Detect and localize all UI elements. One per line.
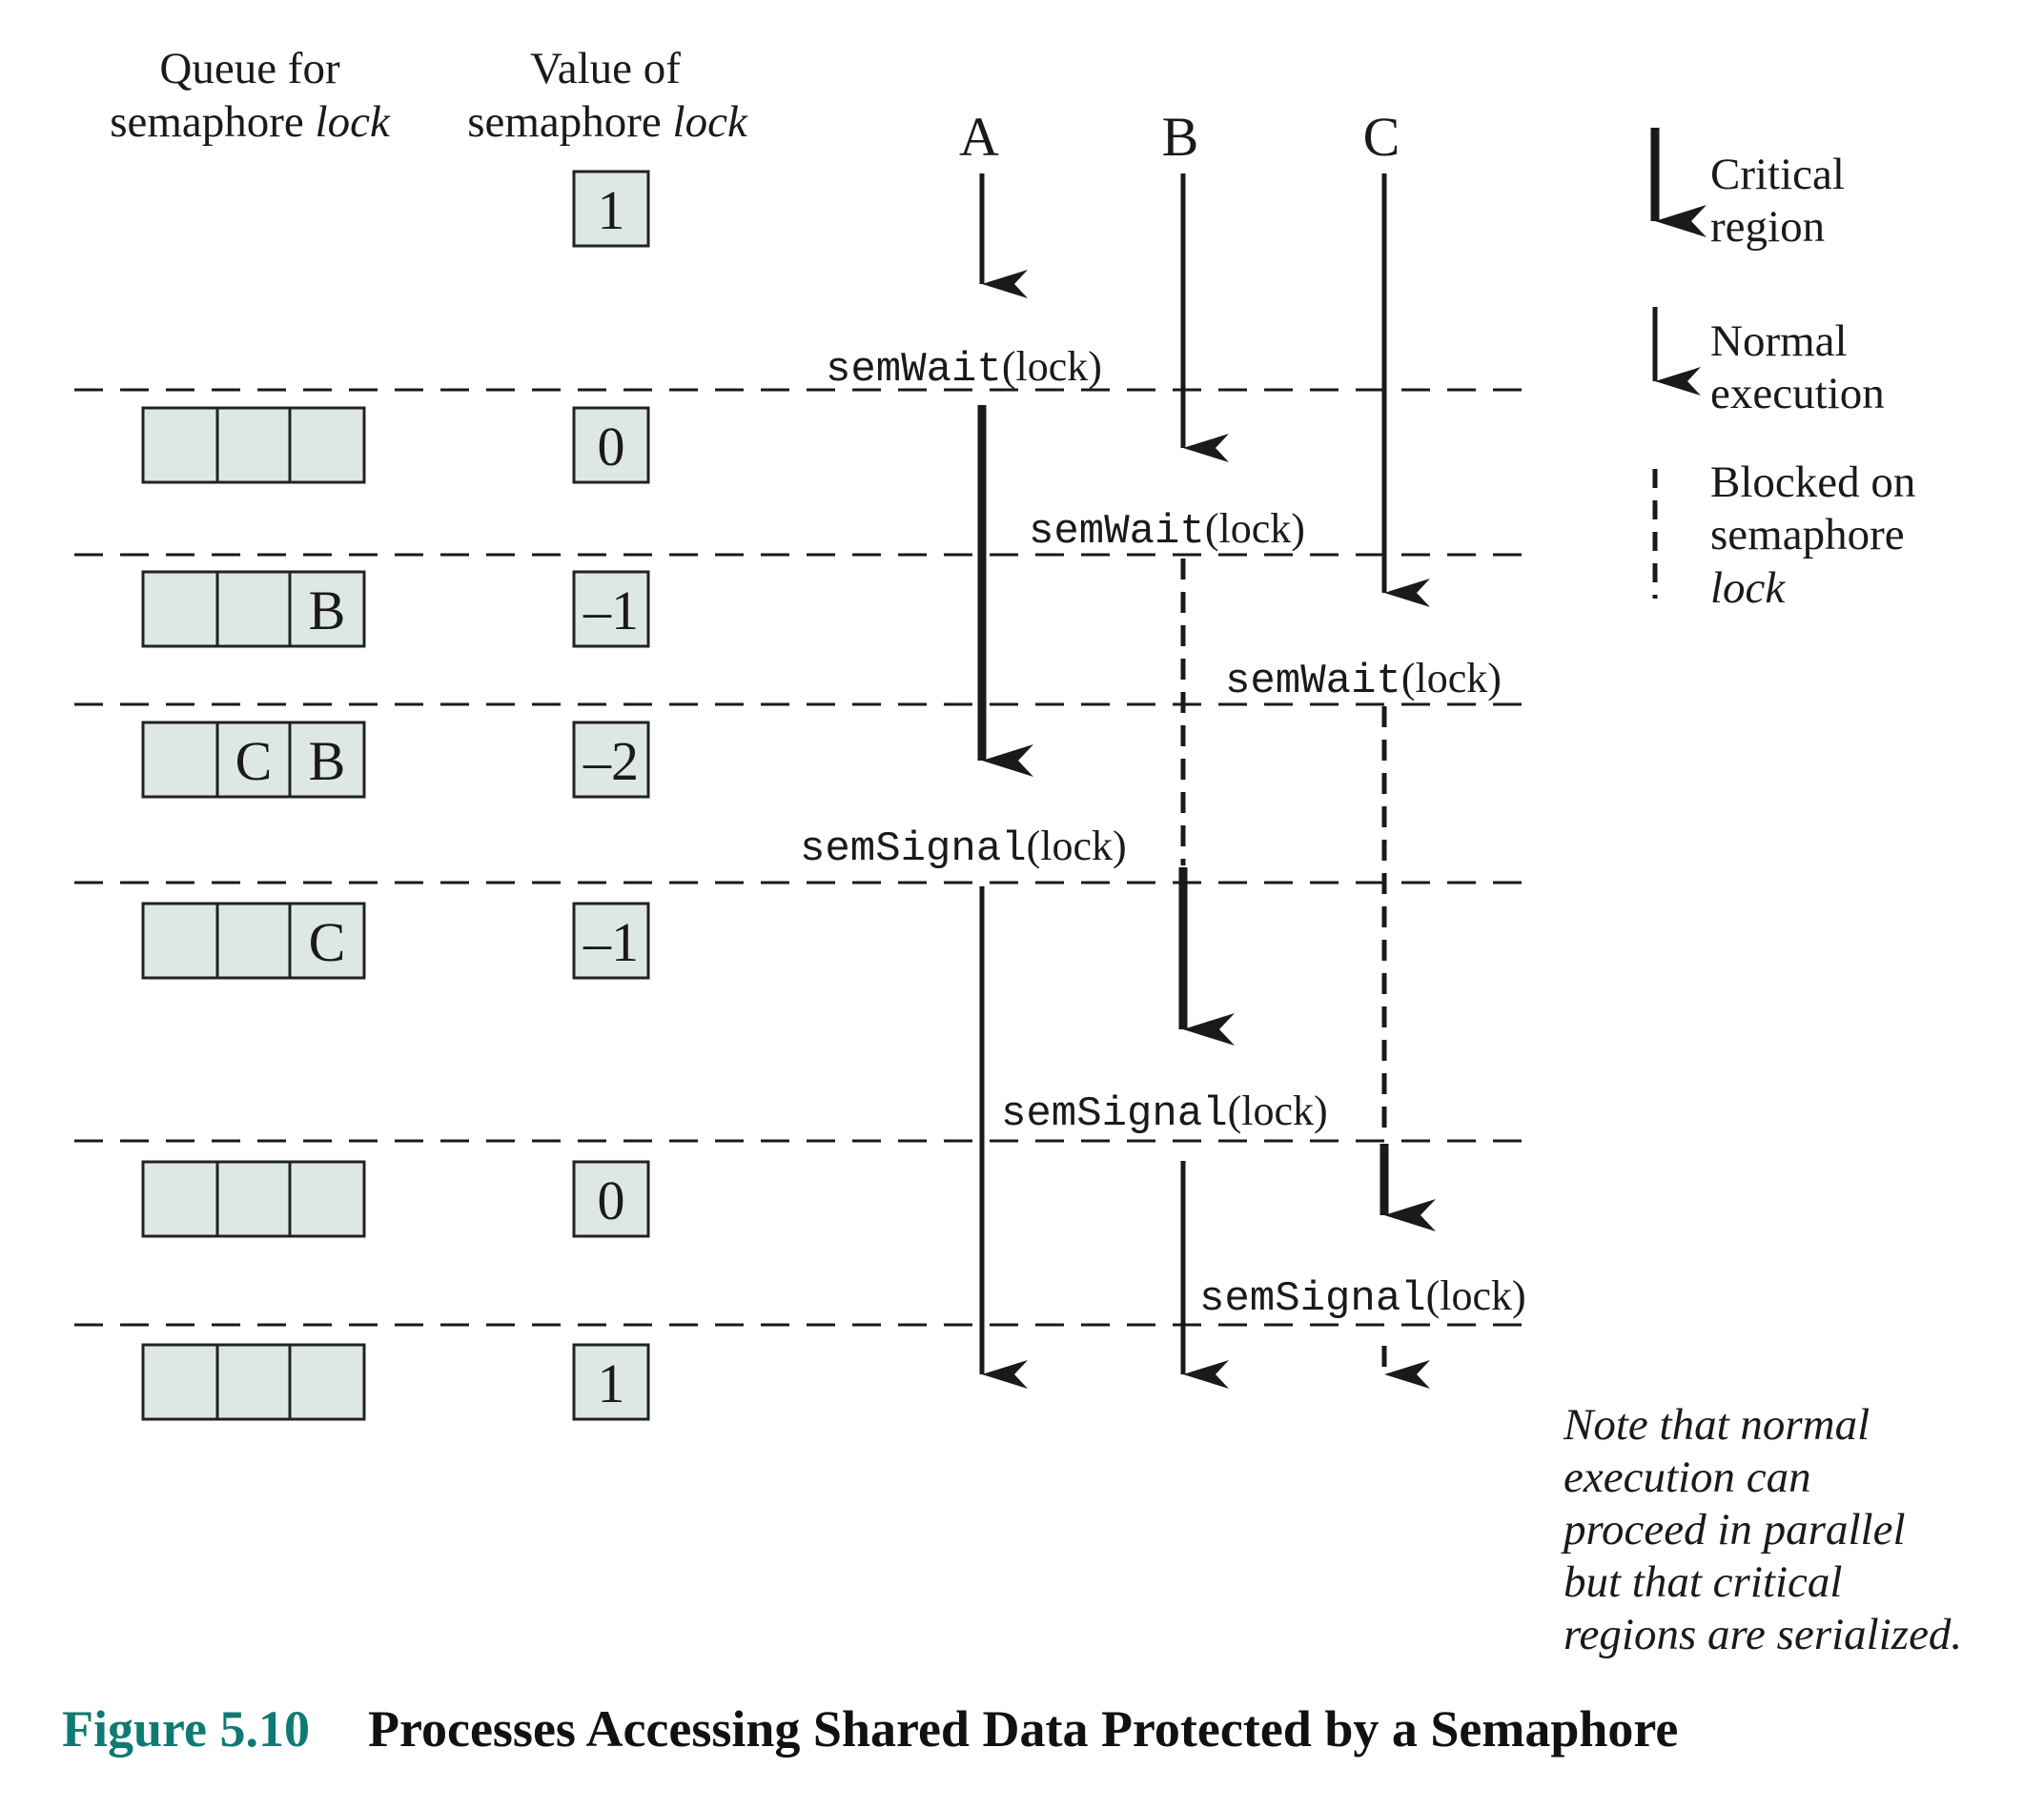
queue-cell	[215, 1160, 292, 1238]
queue-box: B	[141, 570, 366, 648]
legend-blocked-line1: Blocked on	[1710, 457, 1915, 507]
legend-blocked-line2: semaphore	[1710, 510, 1905, 559]
note-line: proceed in parallel	[1561, 1505, 1906, 1555]
value-box	[572, 170, 650, 248]
op-label: semWait(lock)	[826, 343, 1102, 394]
semaphore-state-row: 0	[141, 1160, 650, 1238]
value-text: –1	[583, 579, 639, 641]
figure-title: Processes Accessing Shared Data Protecte…	[368, 1700, 1678, 1758]
semaphore-state-row: B –1	[141, 570, 650, 648]
queue-cell	[141, 570, 219, 648]
legend: Critical region Normal execution Blocked…	[1650, 128, 1915, 613]
value-box	[572, 1343, 650, 1421]
note-line: Note that normal	[1563, 1400, 1870, 1450]
semaphore-state-row: C B –2	[141, 721, 650, 799]
process-label-b: B	[1162, 106, 1199, 168]
queue-cell	[215, 570, 292, 648]
semaphore-state-row: 1	[572, 170, 650, 248]
queue-cell	[141, 902, 219, 980]
queue-cell	[215, 1343, 292, 1421]
queue-cell	[141, 1343, 219, 1421]
value-box	[572, 1160, 650, 1238]
queue-cell	[288, 1343, 366, 1421]
queue-cell-text: B	[309, 579, 346, 641]
op-label: semSignal(lock)	[1001, 1087, 1328, 1138]
value-text: 1	[598, 179, 625, 241]
legend-normal-line1: Normal	[1710, 316, 1848, 366]
value-header-line2: semaphore lock	[467, 97, 748, 147]
figure-number: Figure 5.10	[62, 1700, 310, 1758]
process-label-c: C	[1363, 106, 1400, 168]
value-box	[572, 721, 650, 799]
op-label: semWait(lock)	[1029, 505, 1305, 556]
legend-critical-line1: Critical	[1710, 150, 1845, 199]
legend-blocked-line3: lock	[1710, 563, 1786, 613]
value-box	[572, 570, 650, 648]
value-text: –1	[583, 911, 639, 973]
queue-cell	[288, 721, 366, 799]
queue-cell	[215, 902, 292, 980]
value-box	[572, 902, 650, 980]
queue-box: C	[141, 902, 366, 980]
queue-box	[141, 1160, 366, 1238]
queue-cell	[288, 1160, 366, 1238]
queue-cell	[288, 570, 366, 648]
note-line: but that critical	[1564, 1557, 1842, 1607]
legend-normal-line2: execution	[1710, 369, 1885, 418]
legend-critical-line2: region	[1710, 202, 1825, 252]
queue-cell	[288, 406, 366, 484]
queue-box	[141, 406, 366, 484]
queue-header-line1: Queue for	[159, 44, 340, 93]
value-header-line1: Value of	[530, 44, 681, 93]
value-box	[572, 406, 650, 484]
semaphore-state-row: 0	[141, 406, 650, 484]
time-separators	[74, 388, 1530, 1327]
semaphore-state-row: C –1	[141, 902, 650, 980]
queue-header-line2: semaphore lock	[110, 97, 391, 147]
semaphore-state-row: 1	[141, 1343, 650, 1421]
queue-cell	[141, 721, 219, 799]
queue-box: C B	[141, 721, 366, 799]
note-line: execution can	[1564, 1453, 1811, 1502]
queue-cell	[215, 406, 292, 484]
process-label-a: A	[959, 106, 999, 168]
queue-cell-text: C	[235, 730, 273, 792]
value-text: 0	[598, 416, 625, 478]
queue-cell	[141, 1160, 219, 1238]
queue-cell-text: B	[309, 730, 346, 792]
note-line: regions are serialized.	[1564, 1610, 1962, 1659]
op-label: semSignal(lock)	[800, 823, 1127, 873]
queue-cell	[288, 902, 366, 980]
value-text: –2	[583, 730, 639, 792]
queue-cell	[141, 406, 219, 484]
value-text: 0	[598, 1169, 625, 1231]
note: Note that normal execution can proceed i…	[1561, 1400, 1962, 1659]
queue-cell-text: C	[309, 911, 346, 973]
op-label: semSignal(lock)	[1199, 1272, 1526, 1323]
value-text: 1	[598, 1352, 625, 1414]
queue-box	[141, 1343, 366, 1421]
op-label: semWait(lock)	[1225, 655, 1502, 705]
